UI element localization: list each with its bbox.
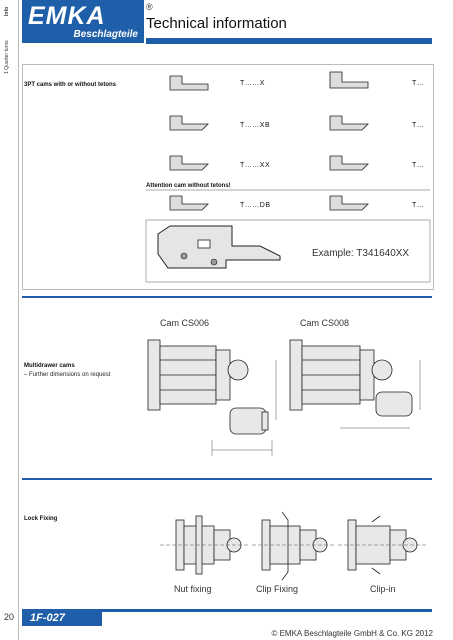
footer-tag (22, 612, 102, 626)
example-label: Example: T341640XX (312, 248, 410, 259)
cam-xx-right (329, 155, 369, 171)
order-code-x-left: T……X (240, 80, 265, 87)
order-code-xb-right: T… (412, 122, 425, 129)
order-code-x-right: T… (412, 80, 425, 87)
caption-clip-fixing: Clip Fixing (256, 584, 299, 594)
page-title: Technical information (146, 15, 287, 32)
cam-xx-left (169, 155, 209, 171)
cam-cs008-label: Cam CS008 (300, 318, 350, 328)
order-code-db-left: T……DB (240, 202, 271, 209)
caption-clip-in: Clip-in (370, 584, 396, 594)
example-cam (157, 225, 281, 269)
cam-xb-left (169, 115, 209, 131)
multidrawer-heading: Multidrawer cams (24, 363, 75, 369)
page-number: 20 (4, 612, 15, 622)
logo-subtitle: Beschlagteile (73, 29, 138, 40)
section-separator-2 (22, 478, 432, 480)
order-code-db-right: T… (412, 202, 425, 209)
footer-rule (22, 609, 432, 612)
logo-text: EMKA (28, 2, 106, 30)
order-code-xx-right: T… (412, 162, 425, 169)
copyright: © EMKA Beschlagteile GmbH & Co. KG 2012 (271, 629, 433, 638)
lock-fixing-heading: Lock Fixing (24, 516, 58, 522)
cam-cs006-label: Cam CS006 (160, 318, 210, 328)
order-code-xb-left: T……XB (240, 122, 271, 129)
cams-heading: 3PT cams with or without tetons (24, 82, 117, 88)
registered-mark: ® (146, 2, 153, 12)
multidrawer-subtext: – Further dimensions on request (24, 372, 111, 378)
cam-x-left (169, 75, 209, 91)
cams-section (22, 64, 434, 290)
catalog-code: 1F-027 (30, 612, 65, 624)
side-rule (18, 0, 19, 640)
caption-nut-fixing: Nut fixing (174, 584, 212, 594)
order-code-xx-left: T……XX (240, 162, 271, 169)
example-box (145, 219, 431, 283)
header-rule (146, 38, 432, 44)
cam-db-right (329, 195, 369, 211)
cam-db-left (169, 195, 209, 211)
cam-xb-right (329, 115, 369, 131)
section-separator (22, 296, 432, 298)
cam-x-right (329, 71, 369, 89)
emka-logo: EMKA Beschlagteile (22, 0, 144, 43)
attention-note: Attention cam without tetons! (146, 183, 231, 189)
